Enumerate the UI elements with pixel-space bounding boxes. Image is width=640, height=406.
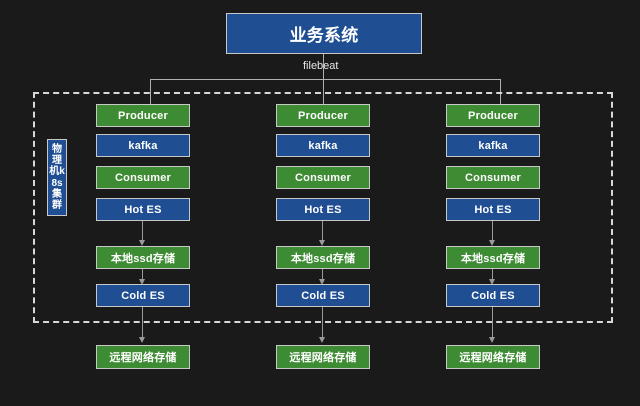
arrow-coldes-to-remote-1 (142, 307, 143, 340)
node-consumer-1[interactable]: Consumer (96, 166, 190, 189)
node-consumer-3[interactable]: Consumer (446, 166, 540, 189)
arrow-hotes-to-ssd-1 (142, 221, 143, 243)
node-cold-es-3[interactable]: Cold ES (446, 284, 540, 307)
bus-drop-column-3 (500, 79, 501, 104)
node-cold-es-1[interactable]: Cold ES (96, 284, 190, 307)
arrow-head-ssd-to-coldes-1 (139, 279, 145, 285)
arrow-head-coldes-to-remote-2 (319, 337, 325, 343)
node-remote-storage-2[interactable]: 远程网络存储 (276, 345, 370, 369)
arrow-ssd-to-coldes-1 (142, 269, 143, 282)
business-system-node[interactable]: 业务系统 (226, 13, 422, 54)
arrow-head-hotes-to-ssd-1 (139, 240, 145, 246)
node-cold-es-2[interactable]: Cold ES (276, 284, 370, 307)
filebeat-distribution-bus (150, 79, 500, 80)
node-kafka-2[interactable]: kafka (276, 134, 370, 157)
node-remote-storage-3[interactable]: 远程网络存储 (446, 345, 540, 369)
arrow-head-hotes-to-ssd-3 (489, 240, 495, 246)
node-local-ssd-2[interactable]: 本地ssd存储 (276, 246, 370, 269)
cluster-boundary (33, 92, 613, 323)
node-producer-3[interactable]: Producer (446, 104, 540, 127)
arrow-ssd-to-coldes-2 (322, 269, 323, 282)
bus-drop-column-1 (150, 79, 151, 104)
node-hot-es-3[interactable]: Hot ES (446, 198, 540, 221)
arrow-ssd-to-coldes-3 (492, 269, 493, 282)
node-local-ssd-3[interactable]: 本地ssd存储 (446, 246, 540, 269)
cluster-label-physical-k8s: 物理机k8s集群 (47, 139, 67, 216)
arrow-head-ssd-to-coldes-3 (489, 279, 495, 285)
node-remote-storage-1[interactable]: 远程网络存储 (96, 345, 190, 369)
node-producer-2[interactable]: Producer (276, 104, 370, 127)
arrow-hotes-to-ssd-2 (322, 221, 323, 243)
node-hot-es-2[interactable]: Hot ES (276, 198, 370, 221)
node-local-ssd-1[interactable]: 本地ssd存储 (96, 246, 190, 269)
arrow-head-hotes-to-ssd-2 (319, 240, 325, 246)
arrow-hotes-to-ssd-3 (492, 221, 493, 243)
node-consumer-2[interactable]: Consumer (276, 166, 370, 189)
node-kafka-3[interactable]: kafka (446, 134, 540, 157)
node-kafka-1[interactable]: kafka (96, 134, 190, 157)
filebeat-edge-label: filebeat (303, 60, 339, 72)
title-stem-connector (323, 54, 324, 79)
arrow-coldes-to-remote-3 (492, 307, 493, 340)
arrow-head-ssd-to-coldes-2 (319, 279, 325, 285)
bus-drop-column-2 (323, 79, 324, 104)
arrow-head-coldes-to-remote-1 (139, 337, 145, 343)
arrow-coldes-to-remote-2 (322, 307, 323, 340)
node-hot-es-1[interactable]: Hot ES (96, 198, 190, 221)
arrow-head-coldes-to-remote-3 (489, 337, 495, 343)
node-producer-1[interactable]: Producer (96, 104, 190, 127)
